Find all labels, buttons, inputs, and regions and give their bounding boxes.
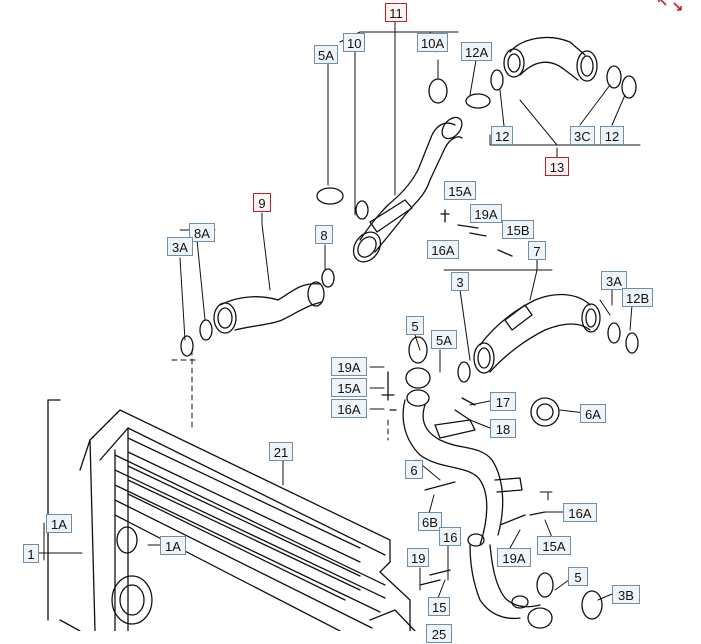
hose-7 xyxy=(457,293,639,383)
callout-19[interactable]: 19 xyxy=(407,548,430,567)
callout-13[interactable]: 13 xyxy=(545,157,569,176)
callout-25[interactable]: 25 xyxy=(426,624,452,643)
callout-12B[interactable]: 12B xyxy=(622,288,654,307)
callout-7[interactable]: 7 xyxy=(528,241,546,260)
expand-arrows-icon[interactable] xyxy=(657,0,687,16)
callout-1[interactable]: 1 xyxy=(23,544,39,563)
callout-12-b[interactable]: 12 xyxy=(600,126,624,145)
callout-3C[interactable]: 3C xyxy=(570,126,595,145)
clamps-top xyxy=(316,93,491,220)
hose-6 xyxy=(402,336,560,546)
hose-13 xyxy=(490,36,637,99)
callout-9[interactable]: 9 xyxy=(253,193,271,212)
bolts xyxy=(381,209,546,586)
callout-12A[interactable]: 12A xyxy=(461,42,493,61)
callout-12-a[interactable]: 12 xyxy=(491,126,514,145)
callout-5A-mid[interactable]: 5A xyxy=(431,330,457,349)
callout-1A-b[interactable]: 1A xyxy=(160,536,186,555)
callout-11[interactable]: 11 xyxy=(385,3,407,22)
callout-16A-low[interactable]: 16A xyxy=(563,503,597,522)
callout-8A[interactable]: 8A xyxy=(189,223,215,242)
callout-16[interactable]: 16 xyxy=(439,527,462,546)
callout-6B[interactable]: 6B xyxy=(418,512,442,531)
callout-15A-low[interactable]: 15A xyxy=(537,536,571,555)
callout-6A[interactable]: 6A xyxy=(580,404,606,423)
intercooler-21 xyxy=(47,399,416,631)
callout-18[interactable]: 18 xyxy=(490,419,516,438)
callout-6[interactable]: 6 xyxy=(405,460,423,479)
hose-9 xyxy=(180,268,335,357)
callout-3A-right[interactable]: 3A xyxy=(601,271,627,290)
callout-3[interactable]: 3 xyxy=(451,272,469,291)
callout-8[interactable]: 8 xyxy=(315,225,333,244)
callout-19A-top[interactable]: 19A xyxy=(470,204,502,223)
callout-16A-mid[interactable]: 16A xyxy=(331,399,367,418)
callout-5-mid[interactable]: 5 xyxy=(406,316,424,335)
hose-lower xyxy=(467,533,603,629)
callout-19A-low[interactable]: 19A xyxy=(497,548,531,567)
diagram-artwork xyxy=(37,21,641,631)
callout-16A-top[interactable]: 16A xyxy=(427,240,459,259)
callout-10A[interactable]: 10A xyxy=(417,33,449,52)
callout-15A-mid[interactable]: 15A xyxy=(331,378,367,397)
callout-10[interactable]: 10 xyxy=(343,33,366,52)
callout-15A-top[interactable]: 15A xyxy=(444,181,476,200)
callout-19A-mid[interactable]: 19A xyxy=(331,357,367,376)
callout-5A-top[interactable]: 5A xyxy=(314,45,338,64)
callout-17[interactable]: 17 xyxy=(490,392,516,411)
callout-15[interactable]: 15 xyxy=(428,597,451,616)
dashed-links xyxy=(171,349,389,441)
hose-10 xyxy=(352,78,463,263)
callout-5-low[interactable]: 5 xyxy=(568,567,588,586)
callout-3A-left[interactable]: 3A xyxy=(167,237,193,256)
callout-21[interactable]: 21 xyxy=(269,442,293,461)
leader-lines xyxy=(37,21,641,601)
callout-15B[interactable]: 15B xyxy=(502,220,534,239)
callout-1A-a[interactable]: 1A xyxy=(46,514,72,533)
callout-3B[interactable]: 3B xyxy=(612,585,640,604)
